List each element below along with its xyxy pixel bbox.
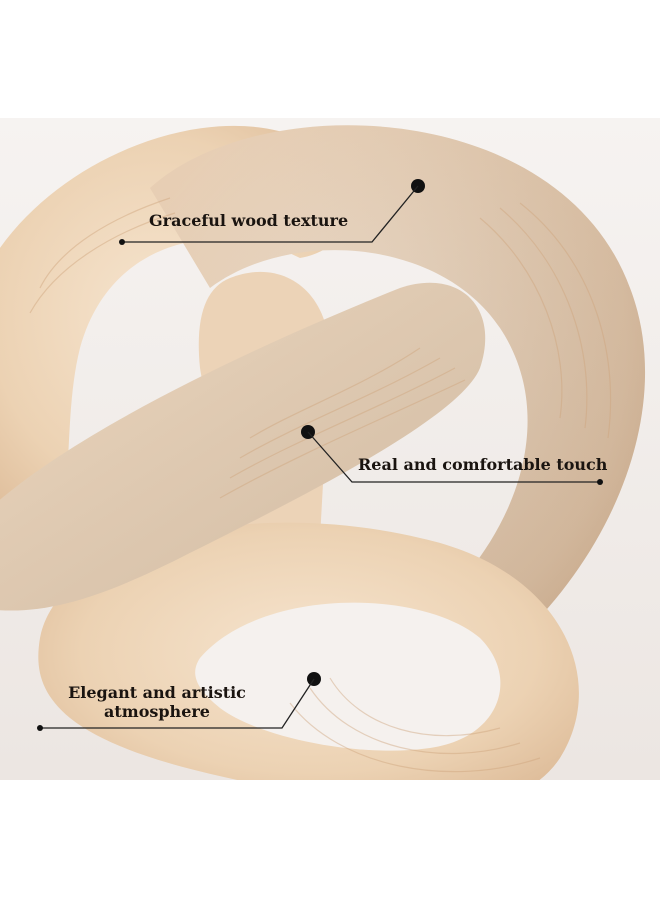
callout-label-graceful-wood-texture: Graceful wood texture [149, 211, 349, 230]
front-diagonal-bar [0, 282, 486, 611]
callout-label-real-comfortable-touch: Real and comfortable touch [358, 455, 608, 474]
top-right-ring [150, 125, 646, 678]
callout-label-elegant-line2: atmosphere [104, 702, 210, 722]
callout-label-elegant-atmosphere: Elegant and artistic atmosphere [62, 683, 252, 721]
callout-label-elegant-line1: Elegant and artistic [68, 683, 246, 702]
